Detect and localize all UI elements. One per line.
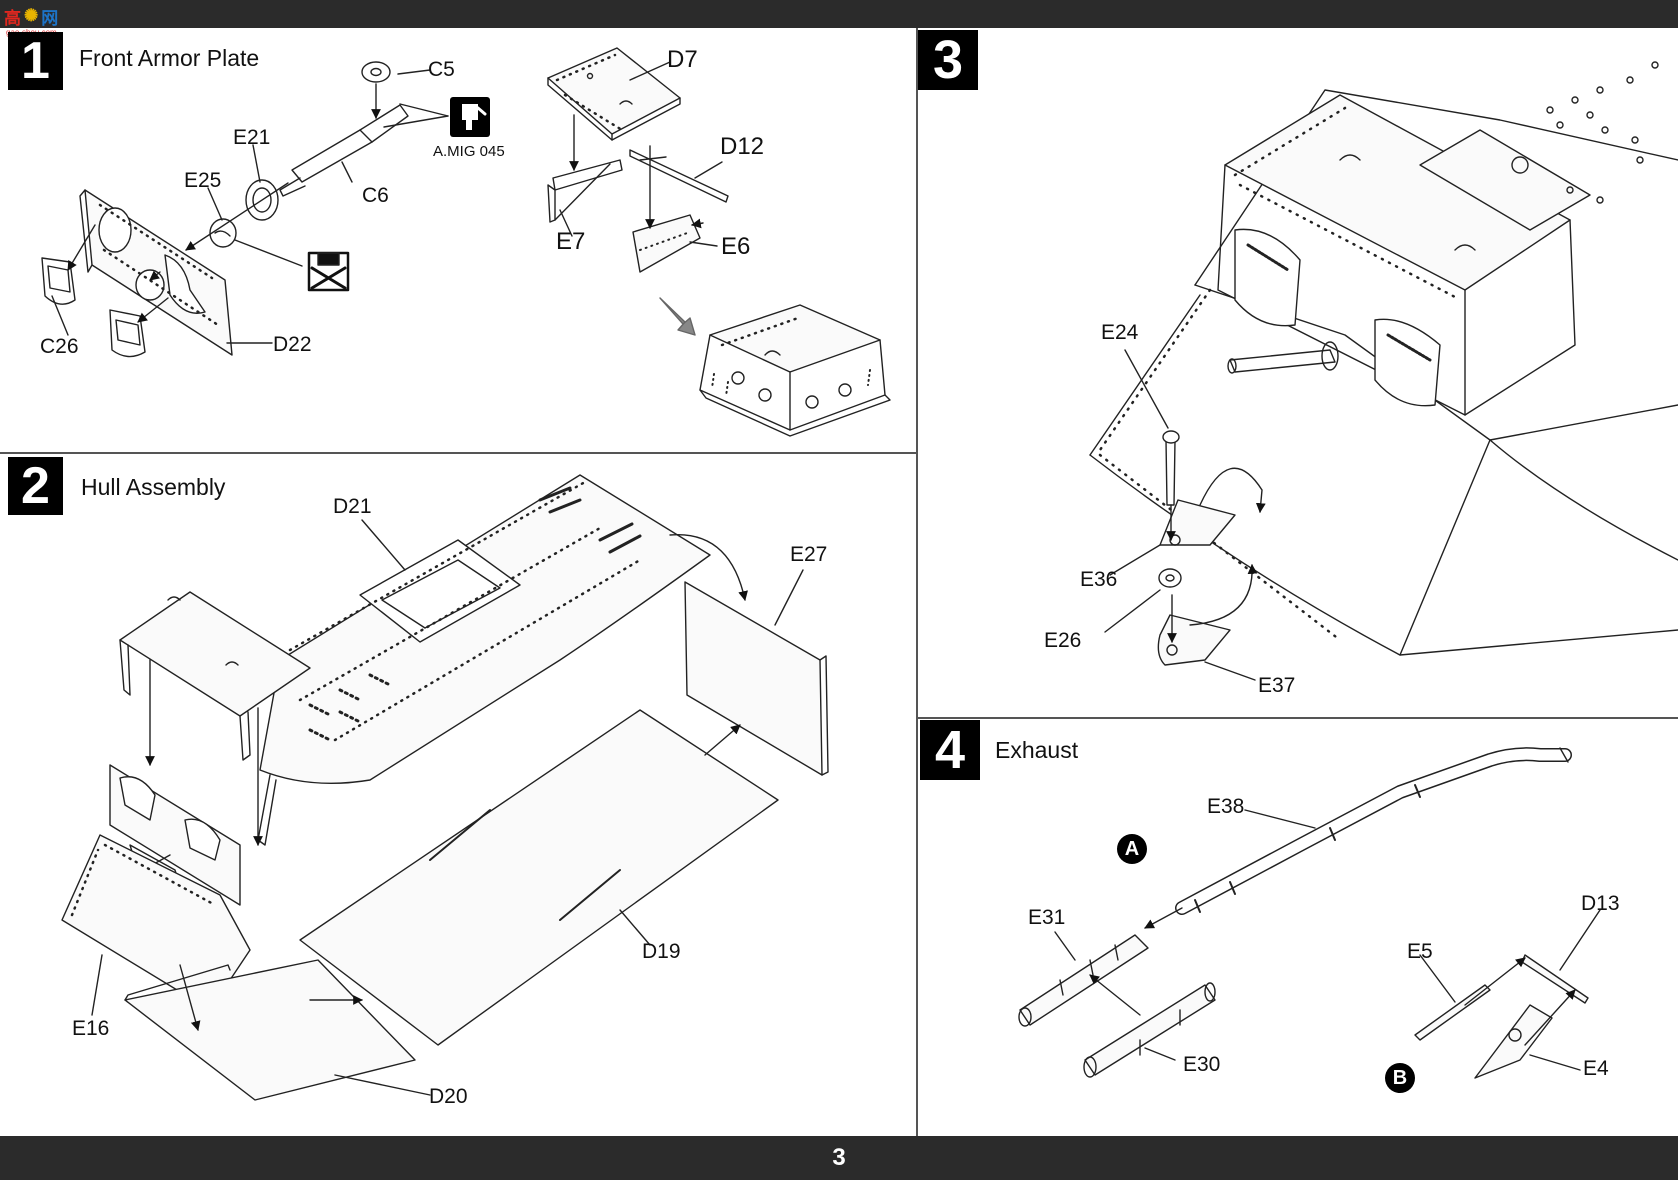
exhaust-e5-d13-e4-drawing (1414, 954, 1589, 1079)
label-e27: E27 (790, 543, 828, 566)
label-d19: D19 (642, 940, 681, 963)
variant-b-badge: B (1385, 1063, 1415, 1093)
step1-armor-plate-drawing (79, 189, 233, 356)
step3-leader-lines (1104, 349, 1256, 681)
logo-text-1: 高 (4, 8, 21, 28)
label-e24: E24 (1101, 321, 1139, 344)
step-4-number: 4 (920, 720, 980, 780)
step2-assembly-arrows (145, 534, 748, 1031)
hull-rear-plate-e27 (684, 581, 829, 776)
page-number: 3 (832, 1144, 846, 1171)
label-e6: E6 (721, 233, 751, 260)
variant-a-badge: A (1117, 834, 1147, 864)
bottom-bar (0, 1136, 1678, 1180)
label-c5: C5 (428, 58, 455, 81)
label-d7: D7 (667, 46, 698, 73)
gun-assembly-drawing (209, 61, 409, 248)
label-c26: C26 (40, 335, 79, 358)
label-e31: E31 (1028, 906, 1066, 929)
vertical-divider (916, 28, 918, 1136)
hull-floor-d19 (299, 709, 779, 1046)
step3-superstructure-drawing (1217, 94, 1591, 416)
label-e30: E30 (1183, 1053, 1221, 1076)
exhaust-e31-e30-drawing (1018, 934, 1216, 1078)
label-e21: E21 (233, 126, 271, 149)
label-d13: D13 (1581, 892, 1620, 915)
step1-d-leader-lines (559, 61, 723, 247)
label-d20: D20 (429, 1085, 468, 1108)
step1-step2-divider (0, 452, 917, 454)
direction-hint-arrow (659, 297, 696, 336)
label-e26: E26 (1044, 629, 1082, 652)
label-d12: D12 (720, 133, 765, 160)
remove-part-icon (307, 251, 350, 292)
step1-result-drawing (699, 304, 891, 437)
label-e36: E36 (1080, 568, 1118, 591)
step-2-title: Hull Assembly (81, 474, 226, 500)
label-d22: D22 (273, 333, 312, 356)
label-c6: C6 (362, 184, 389, 207)
step2-leader-lines (91, 519, 804, 1096)
step4-assembly-arrows (1089, 907, 1576, 1046)
label-e7: E7 (556, 228, 586, 255)
step3-step4-divider (917, 717, 1678, 719)
top-bar (0, 0, 1678, 28)
paint-ref-label: A.MIG 045 (433, 143, 505, 160)
rivet-parts-drawing (1546, 61, 1659, 204)
logo-text-2: 网 (41, 8, 59, 28)
label-e37: E37 (1258, 674, 1296, 697)
label-e25: E25 (184, 169, 222, 192)
label-d21: D21 (333, 495, 372, 518)
logo-mark-icon: ✺ (24, 6, 39, 25)
label-e4: E4 (1583, 1057, 1609, 1080)
c26-hinge-drawing (41, 257, 146, 358)
e24-e36-e26-e37-parts (1157, 430, 1236, 666)
step1-leader-lines (51, 69, 449, 344)
paint-reference-icon (450, 97, 490, 137)
step-1-title: Front Armor Plate (79, 45, 260, 71)
step4-leader-lines (1054, 809, 1601, 1071)
site-logo: 高 ✺ 网 (4, 4, 58, 28)
label-e16: E16 (72, 1017, 110, 1040)
label-e5: E5 (1407, 940, 1433, 963)
step3-assembly-arrows (1166, 467, 1266, 643)
hull-plate-d20 (124, 959, 416, 1101)
step-2-number: 2 (8, 457, 63, 515)
label-e38: E38 (1207, 795, 1245, 818)
d12-e7-e6-drawing (547, 149, 729, 273)
step-1-number: 1 (8, 32, 63, 90)
d7-plate-drawing (547, 47, 681, 141)
step1-assembly-arrows (67, 83, 381, 323)
step-4-title: Exhaust (995, 737, 1079, 763)
step1-d-arrows (569, 114, 704, 229)
step-3-number: 3 (918, 30, 978, 90)
exhaust-pipe-e38-drawing (1175, 747, 1572, 915)
